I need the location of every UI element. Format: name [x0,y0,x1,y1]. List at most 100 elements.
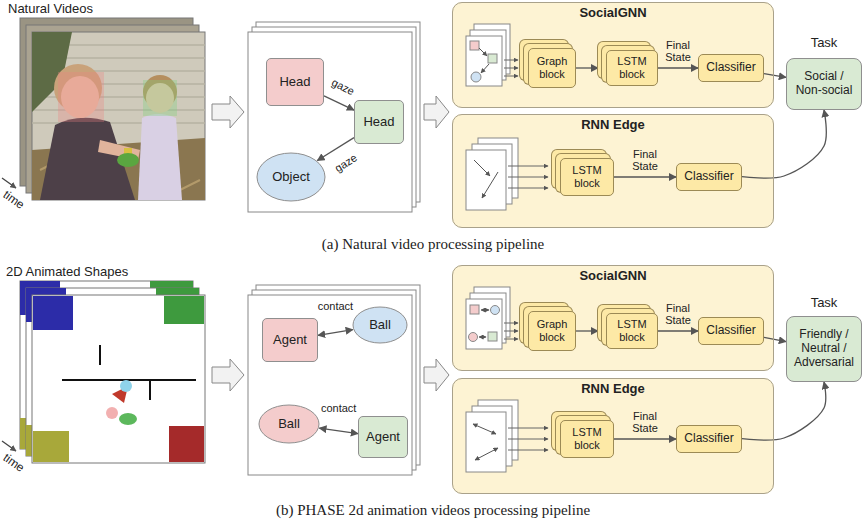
time-arrow [2,441,16,451]
entity-box: Head [266,58,324,106]
time-arrow [2,178,16,188]
mini-node [469,333,478,342]
head-highlight [58,72,104,122]
mini-node [471,72,481,82]
model-panel: SocialGNNGraph blockLSTM blockClassifier [452,265,774,371]
node-label: Classifier [684,170,733,184]
mini-node [491,306,500,315]
connector [764,337,786,341]
model-panel: RNN EdgeLSTM blockClassifier [452,114,774,228]
input-arrow [504,60,518,61]
entity-ellipse: Object [256,152,326,202]
input-arrow [504,331,518,332]
mini-node [488,54,497,63]
mini-node [470,41,479,50]
layer-block: LSTM block [606,313,658,349]
panel-fill [452,378,774,494]
node-label: Ball [278,417,300,432]
mini-frame [466,299,502,349]
block-arrow [424,96,449,128]
edge-label: Final State [663,302,693,326]
panel-fill [452,2,774,108]
input-arrow [508,188,548,189]
goal-square [169,426,204,462]
node-label: Object [272,170,310,185]
connector [614,438,676,439]
node-label: LSTM block [611,55,653,80]
time-label: time [0,188,26,212]
figure-caption: (b) PHASE 2d animation videos processing… [276,502,590,519]
wall [149,380,151,400]
node-label: Graph block [533,318,571,343]
video-frame [32,295,205,463]
mini-edge [474,160,490,176]
ellipse-shape [259,405,319,443]
panel-heading: Natural Videos [8,2,93,17]
ellipse-shape [257,153,325,201]
graph-frame [248,295,412,475]
classifier-box: Classifier [698,54,764,82]
connector [318,330,353,336]
edge-label: contact [319,402,358,415]
layer-block: LSTM block [560,158,614,196]
connector [576,67,598,68]
connector [324,96,354,110]
layer-block: LSTM block [560,420,614,458]
mini-edge [481,64,489,73]
connector [319,428,358,433]
input-arrow [508,450,548,451]
node-label: Friendly / Neutral / Adversarial [791,328,857,369]
classifier-box: Classifier [698,317,764,345]
edge-label: Final State [663,39,693,63]
node-label: Classifier [684,432,733,446]
connector [658,330,698,331]
child-body [138,114,182,200]
node-label: Classifier [706,324,755,338]
mini-node [470,305,479,314]
ball-shape [120,380,132,392]
input-arrow [508,177,548,178]
time-label: time [0,451,26,475]
input-arrow [508,439,548,440]
graph-frame [248,32,412,212]
task-box: Friendly / Neutral / Adversarial [786,316,862,382]
node-label: LSTM block [611,318,653,343]
mini-edge [482,172,498,198]
goal-square [164,296,204,324]
photo [32,32,205,200]
figure-caption: (a) Natural video processing pipeline [322,236,544,253]
connector [742,110,826,178]
classifier-box: Classifier [676,425,742,453]
layer-block: Graph block [528,48,576,88]
input-arrow [504,323,518,324]
entity-ellipse: Ball [258,404,320,444]
entity-box: Head [354,100,404,144]
panel-fill [452,265,774,371]
mini-frame [466,150,506,210]
node-label: Head [363,115,394,130]
model-panel: SocialGNNGraph blockLSTM blockClassifier [452,2,774,108]
classifier-box: Classifier [676,163,742,191]
node-label: Social / Non-social [791,70,857,98]
mini-edge [479,337,486,338]
input-arrow [508,166,548,167]
mini-frame [466,412,506,472]
block-arrow [212,96,244,128]
toy [117,153,139,167]
panel-title: RNN Edge [581,382,645,397]
node-label: Classifier [706,61,755,75]
block-arrow [212,359,244,391]
edge-label: contact [316,300,355,313]
task-heading: Task [811,36,838,51]
connector [614,176,676,177]
input-arrow [508,428,548,429]
node-label: Agent [273,333,307,348]
node-label: Ball [369,318,391,333]
edge-label: Final State [630,148,660,172]
input-arrow [504,339,518,340]
goal-square [33,296,73,330]
mini-edge [473,424,496,434]
node-label: LSTM block [565,164,609,189]
ball-shape [106,407,118,419]
layer-block: LSTM block [606,50,658,86]
